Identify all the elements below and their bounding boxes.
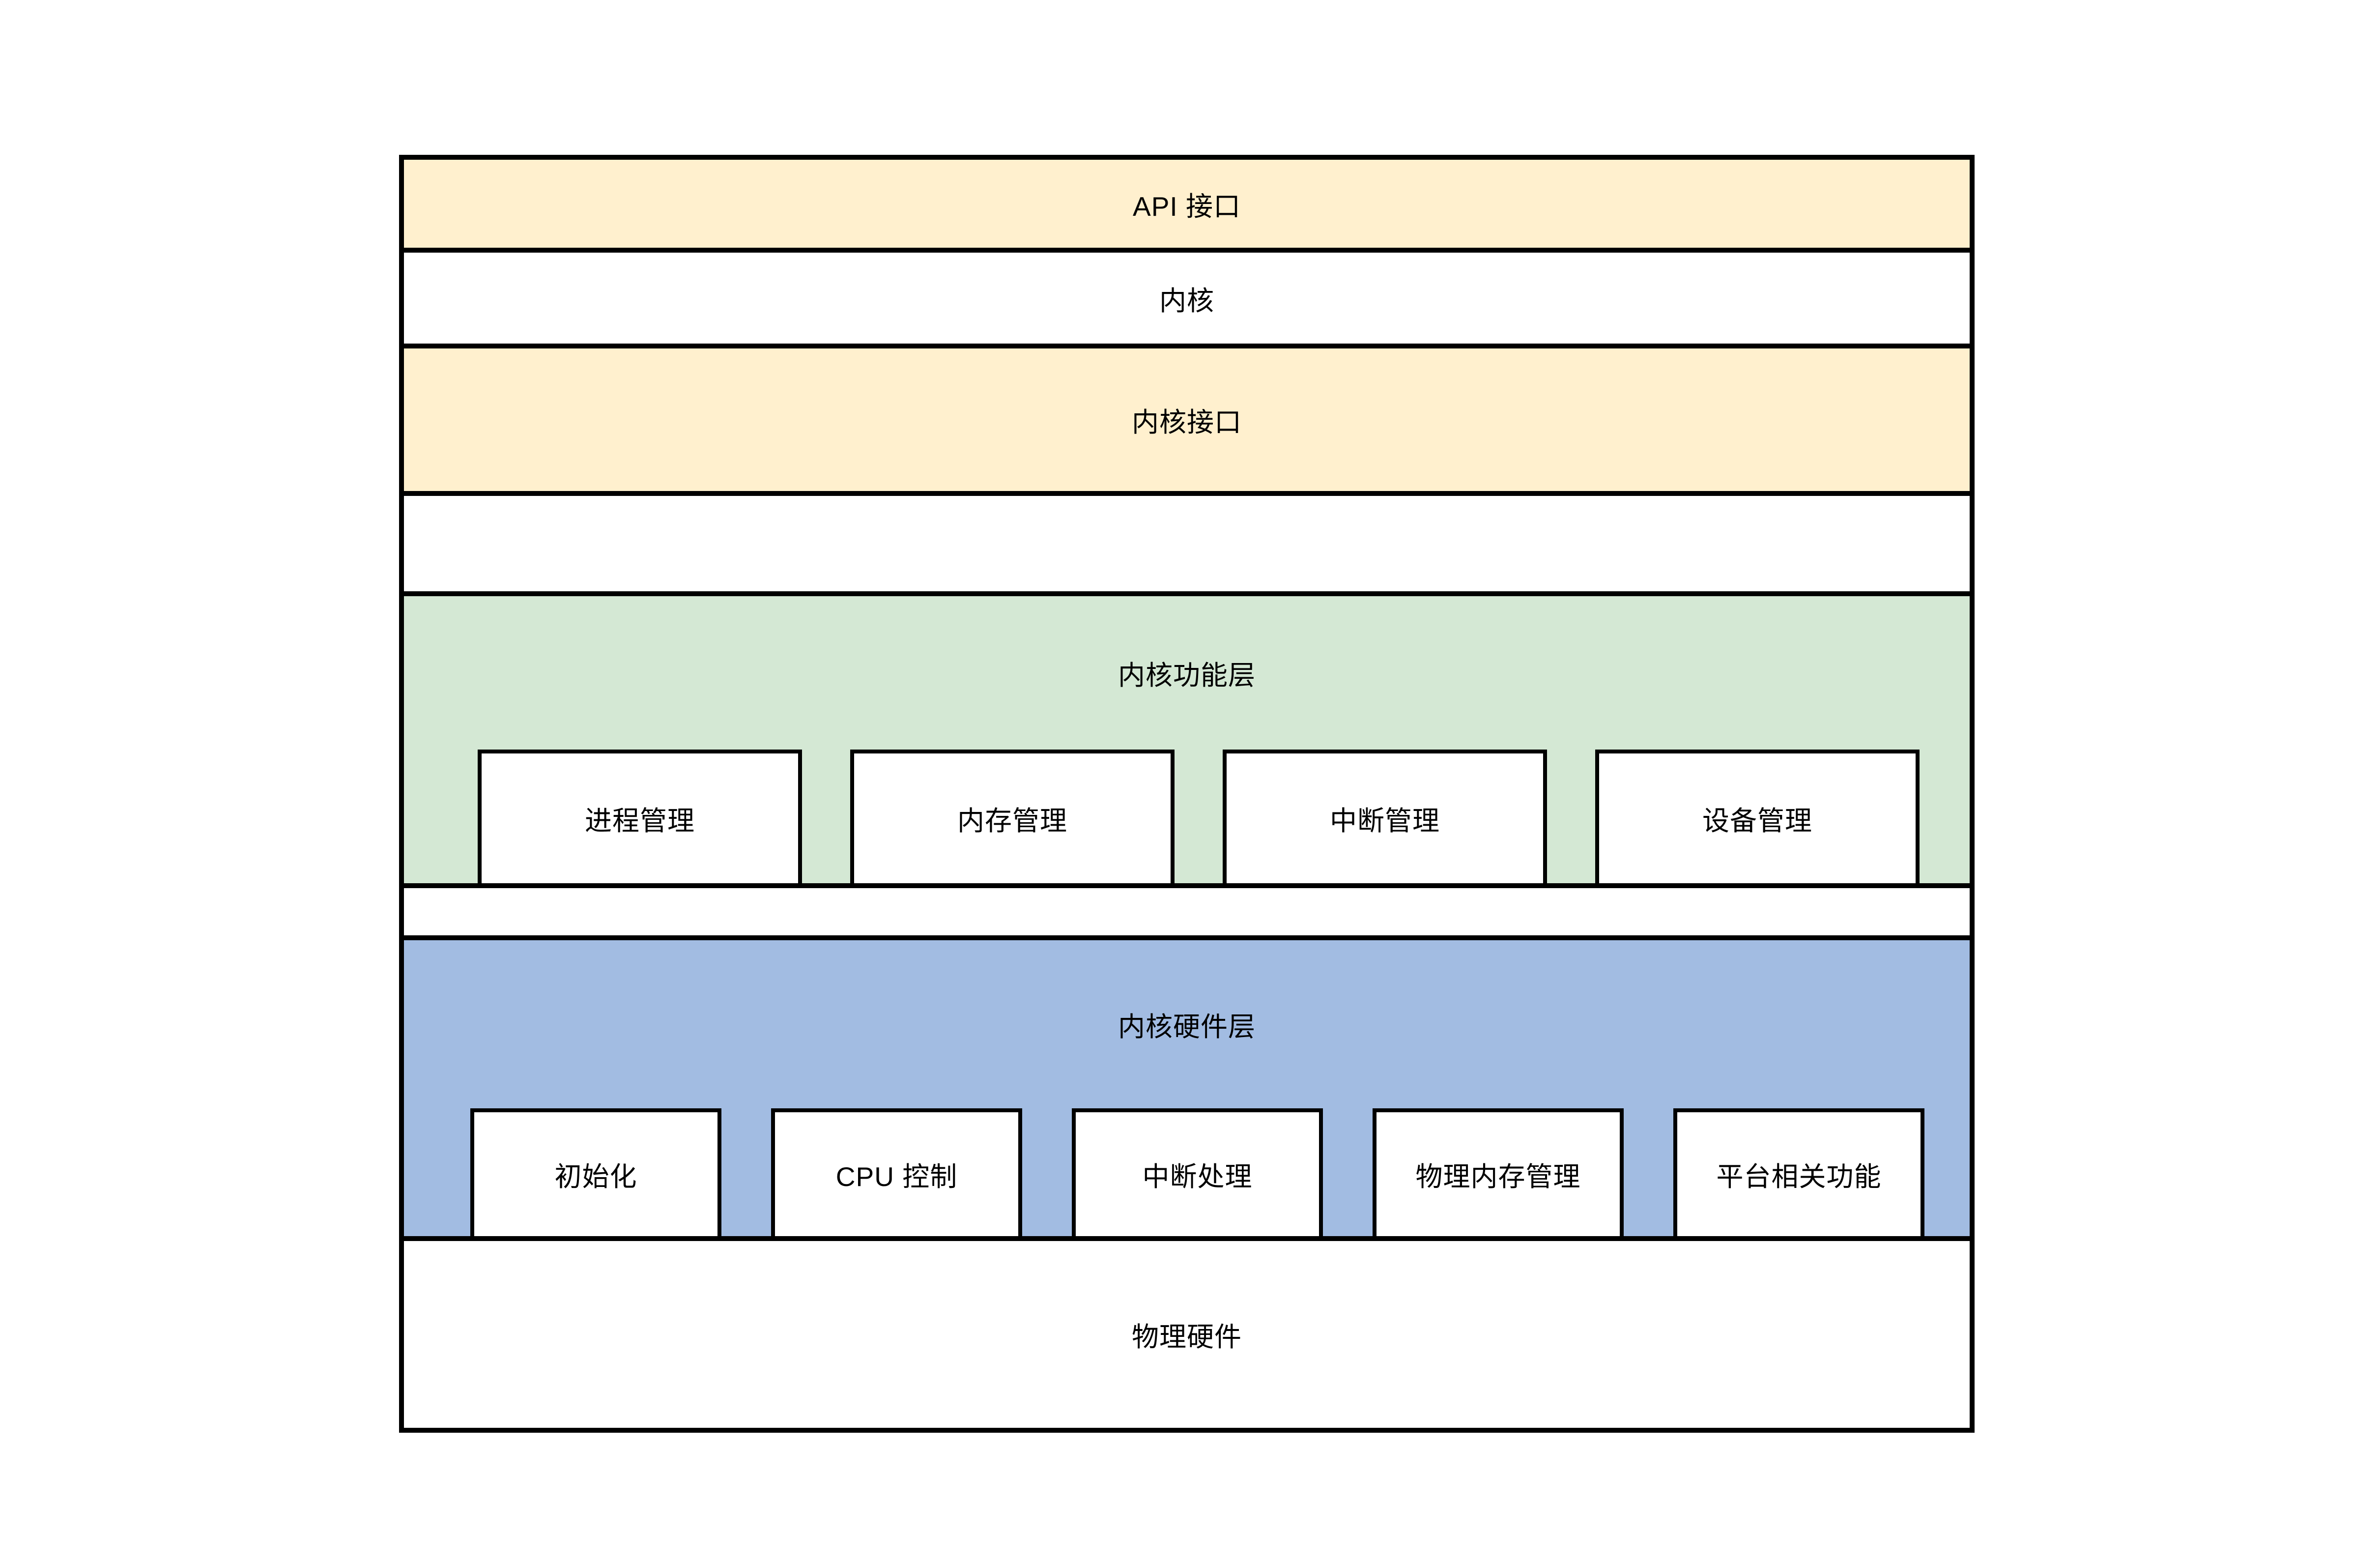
functional-box-interrupt-management: 中断管理 bbox=[1223, 750, 1547, 883]
hardware-box-label: 中断处理 bbox=[1142, 1161, 1253, 1192]
functional-box-label: 设备管理 bbox=[1702, 806, 1812, 836]
layer-kernel: 内核 bbox=[404, 253, 1970, 348]
functional-box-row: 进程管理 内存管理 中断管理 设备管理 bbox=[404, 750, 1970, 883]
layer-kernel-label: 内核 bbox=[1159, 285, 1214, 316]
functional-box-process-management: 进程管理 bbox=[478, 750, 802, 883]
functional-box-label: 进程管理 bbox=[584, 806, 695, 836]
layer-kernel-functional: 内核功能层 进程管理 内存管理 中断管理 设备管理 bbox=[404, 591, 1970, 888]
hardware-box-initialization: 初始化 bbox=[470, 1108, 721, 1236]
spacer-band-2 bbox=[404, 888, 1970, 935]
functional-box-label: 中断管理 bbox=[1329, 806, 1440, 836]
functional-box-memory-management: 内存管理 bbox=[850, 750, 1175, 883]
layer-kernel-interface-label: 内核接口 bbox=[1131, 407, 1242, 437]
functional-box-device-management: 设备管理 bbox=[1595, 750, 1920, 883]
hardware-box-platform-functions: 平台相关功能 bbox=[1673, 1108, 1924, 1236]
hardware-box-label: 物理内存管理 bbox=[1415, 1161, 1581, 1192]
layer-physical-hardware: 物理硬件 bbox=[404, 1241, 1970, 1428]
hardware-box-label: 平台相关功能 bbox=[1716, 1161, 1882, 1192]
spacer-band-1 bbox=[404, 496, 1970, 591]
hardware-box-row: 初始化 CPU 控制 中断处理 物理内存管理 平台相关功能 bbox=[404, 1108, 1970, 1236]
hardware-box-interrupt-handling: 中断处理 bbox=[1072, 1108, 1323, 1236]
layer-api-interface: API 接口 bbox=[404, 160, 1970, 253]
hardware-box-cpu-control: CPU 控制 bbox=[771, 1108, 1022, 1236]
kernel-architecture-diagram: API 接口 内核 内核接口 内核功能层 进程管理 内存管理 中断管理 设备管理… bbox=[399, 155, 1975, 1433]
functional-box-label: 内存管理 bbox=[957, 806, 1067, 836]
layer-physical-hardware-label: 物理硬件 bbox=[1131, 1322, 1242, 1352]
layer-kernel-hardware: 内核硬件层 初始化 CPU 控制 中断处理 物理内存管理 平台相关功能 bbox=[404, 935, 1970, 1241]
layer-kernel-hardware-title: 内核硬件层 bbox=[1118, 1012, 1256, 1042]
layer-kernel-interface: 内核接口 bbox=[404, 348, 1970, 496]
hardware-box-label: CPU 控制 bbox=[835, 1161, 958, 1192]
hardware-box-physical-memory-management: 物理内存管理 bbox=[1373, 1108, 1624, 1236]
layer-kernel-functional-title: 内核功能层 bbox=[1118, 660, 1256, 691]
layer-api-interface-label: API 接口 bbox=[1133, 191, 1241, 222]
hardware-box-label: 初始化 bbox=[554, 1161, 637, 1192]
